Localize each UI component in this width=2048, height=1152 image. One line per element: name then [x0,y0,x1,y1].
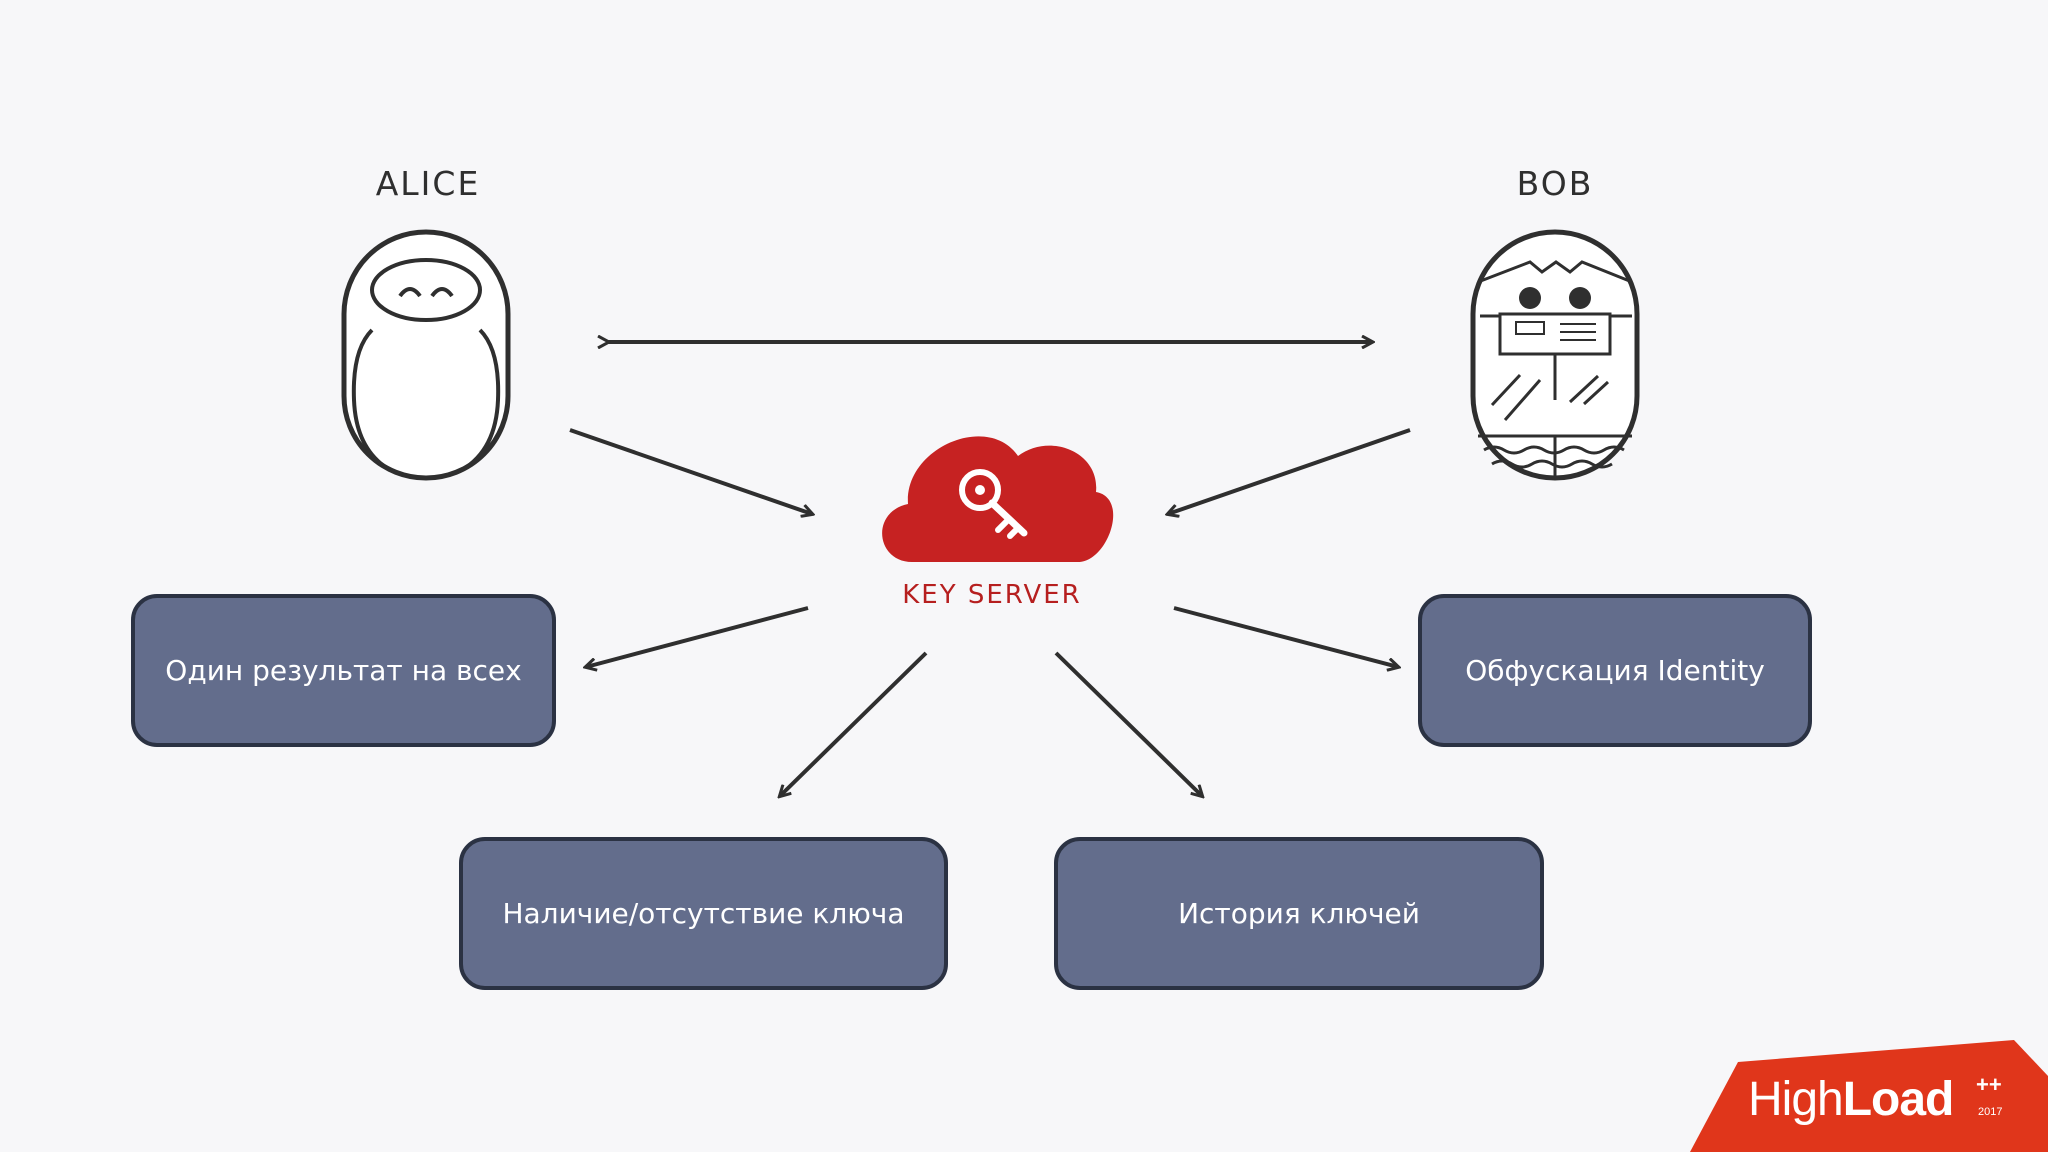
alice-label: ALICE [375,164,481,203]
brand-name-light: High [1748,1073,1844,1126]
brand-name-bold: Load [1842,1073,1955,1126]
arrow-keyserver-history [1054,651,1202,796]
brand-superscript: ++ [1976,1072,2002,1097]
arrow-bob-keyserver [1168,428,1411,514]
box-one-result-text: Один результат на всех [165,654,522,687]
brand-logo: HighLoad [1748,1072,1955,1127]
box-history-text: История ключей [1178,897,1420,930]
key-server-label: KEY SERVER [902,580,1082,610]
bob-label: BOB [1516,164,1594,203]
key-icon [959,469,1028,539]
box-one-result: Один результат на всех [131,594,556,747]
arrow-keyserver-presence [780,651,928,796]
box-presence-text: Наличие/отсутствие ключа [502,897,905,930]
box-obfuscation-text: Обфускация Identity [1465,654,1765,687]
arrow-keyserver-obfuscation [1173,606,1398,667]
brand-corner-shape [1690,1040,2048,1152]
box-presence: Наличие/отсутствие ключа [459,837,948,990]
alice-robot-icon [341,229,511,481]
box-obfuscation: Обфускация Identity [1418,594,1812,747]
box-history: История ключей [1054,837,1544,990]
key-server-cloud-icon [882,436,1114,562]
brand-year: 2017 [1978,1106,2003,1118]
arrow-keyserver-one-result [586,606,809,667]
bob-robot-icon [1470,229,1640,481]
arrow-alice-keyserver [569,428,812,514]
